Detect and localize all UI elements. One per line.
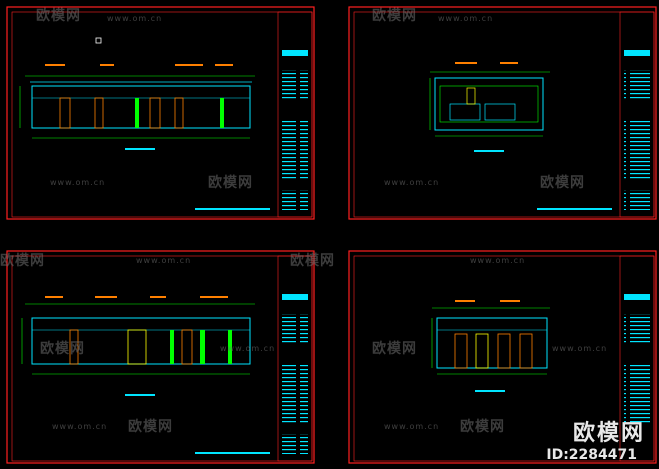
watermark-url: www.om.cn <box>552 344 608 353</box>
title-block <box>277 11 313 218</box>
watermark-url: www.om.cn <box>52 422 108 431</box>
elevation-drawing <box>429 62 550 152</box>
watermark-url: www.om.cn <box>438 14 494 23</box>
watermark-brand: 欧模网 <box>460 419 505 435</box>
sheet-top-right <box>348 6 657 220</box>
elevation-drawing <box>19 37 255 150</box>
watermark-brand: 欧模网 <box>372 341 417 357</box>
watermark-url: www.om.cn <box>470 256 526 265</box>
sheet-bottom-left <box>6 250 315 464</box>
watermark-url: www.om.cn <box>136 256 192 265</box>
title-block <box>277 255 313 462</box>
watermark-brand: 欧模网 <box>290 253 335 269</box>
watermark-brand: 欧模网 <box>40 341 85 357</box>
watermark-brand: 欧模网 <box>36 8 81 24</box>
title-block <box>619 255 655 462</box>
watermark-url: www.om.cn <box>384 178 440 187</box>
sheet-top-left <box>6 6 315 220</box>
sheet-bottom-right <box>348 250 657 464</box>
watermark-logo: 欧模网 <box>572 421 645 446</box>
watermark-brand: 欧模网 <box>128 419 173 435</box>
watermark-url: www.om.cn <box>107 14 163 23</box>
watermark-brand: 欧模网 <box>0 253 45 269</box>
watermark-brand: 欧模网 <box>540 175 585 191</box>
watermark-brand: 欧模网 <box>208 175 253 191</box>
elevation-drawing <box>21 296 255 396</box>
watermark-id: ID:2284471 <box>546 447 637 463</box>
title-block <box>619 11 655 218</box>
watermark-url: www.om.cn <box>220 344 276 353</box>
watermark-url: www.om.cn <box>384 422 440 431</box>
watermark-url: www.om.cn <box>50 178 106 187</box>
watermark-brand: 欧模网 <box>372 8 417 24</box>
elevation-drawing <box>431 300 550 392</box>
